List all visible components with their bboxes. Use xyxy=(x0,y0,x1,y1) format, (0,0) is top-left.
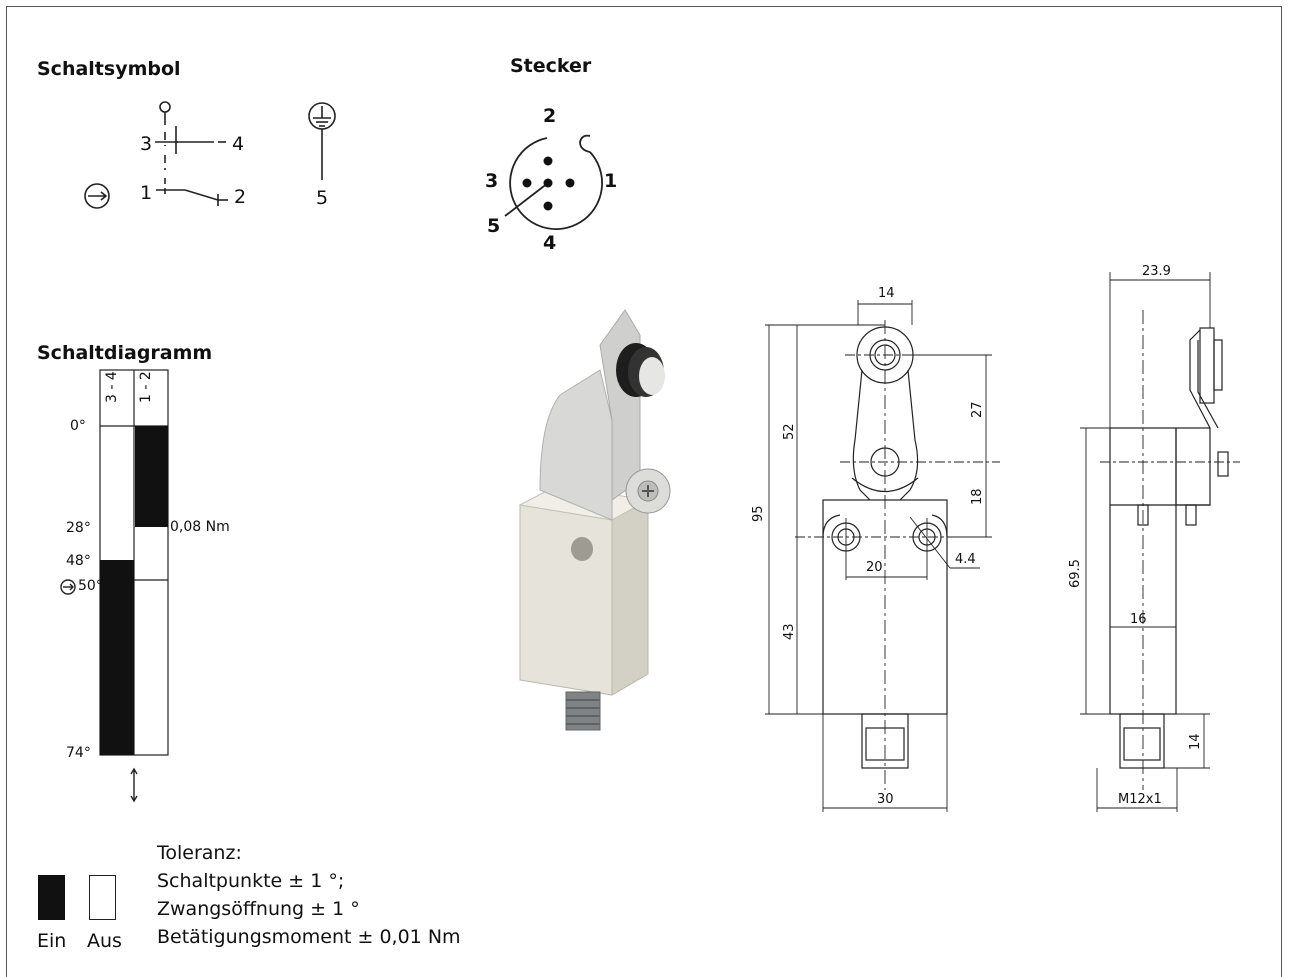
connector-pin-4-label: 4 xyxy=(543,232,557,254)
legend-off-swatch xyxy=(89,875,116,920)
pin-4 xyxy=(543,201,553,211)
pin-2 xyxy=(543,156,553,166)
dim-side-height: 69.5 xyxy=(1068,559,1083,588)
connector-pin-1-label: 1 xyxy=(604,170,618,192)
symbol-terminal-4: 4 xyxy=(232,133,245,155)
actuation-torque: 0,08 Nm xyxy=(170,519,230,535)
pin-1 xyxy=(565,178,575,188)
dim-hole-spacing: 20 xyxy=(866,560,883,575)
angle-74: 74° xyxy=(66,745,91,761)
tolerance-positive-opening: Zwangsöffnung ± 1 ° xyxy=(157,898,360,920)
legend-on-swatch xyxy=(38,875,65,920)
border-frame xyxy=(6,6,1282,977)
contact-34-on-segment xyxy=(100,560,134,755)
connector-pin-2-label: 2 xyxy=(543,105,557,127)
tolerance-title: Toleranz: xyxy=(157,842,242,864)
dim-body-width: 30 xyxy=(877,792,894,807)
legend-off-label: Aus xyxy=(87,930,122,952)
tolerance-switch-points: Schaltpunkte ± 1 °; xyxy=(157,870,345,892)
positive-opening-icon xyxy=(84,183,110,209)
pin-3 xyxy=(522,178,532,188)
tolerance-torque: Betätigungsmoment ± 0,01 Nm xyxy=(157,926,461,948)
heading-schaltsymbol: Schaltsymbol xyxy=(37,58,181,80)
dim-connector-length: 14 xyxy=(1188,733,1203,750)
heading-stecker: Stecker xyxy=(510,55,592,77)
angle-48: 48° xyxy=(66,553,91,569)
symbol-terminal-1: 1 xyxy=(140,182,153,204)
contact-12-on-segment xyxy=(135,426,168,527)
positive-opening-icon-small xyxy=(60,579,76,595)
dim-hole-diameter: 4.4 xyxy=(955,552,976,567)
dim-roller-diameter: 14 xyxy=(878,286,895,301)
symbol-terminal-2: 2 xyxy=(234,186,247,208)
angle-50: 50° xyxy=(78,578,103,594)
connector-pin-3-label: 3 xyxy=(485,170,499,192)
symbol-terminal-3: 3 xyxy=(140,133,153,155)
angle-28: 28° xyxy=(66,520,91,536)
symbol-terminal-5: 5 xyxy=(316,187,329,209)
pin-5 xyxy=(543,178,553,188)
heading-schaltdiagramm: Schaltdiagramm xyxy=(37,342,213,364)
dim-side-depth: 23.9 xyxy=(1142,264,1171,279)
dim-side-width: 16 xyxy=(1130,612,1147,627)
dim-connector-thread: M12x1 xyxy=(1118,792,1162,807)
angle-0: 0° xyxy=(70,418,86,434)
connector-pin-5-label: 5 xyxy=(487,215,501,237)
legend-on-label: Ein xyxy=(37,930,67,952)
